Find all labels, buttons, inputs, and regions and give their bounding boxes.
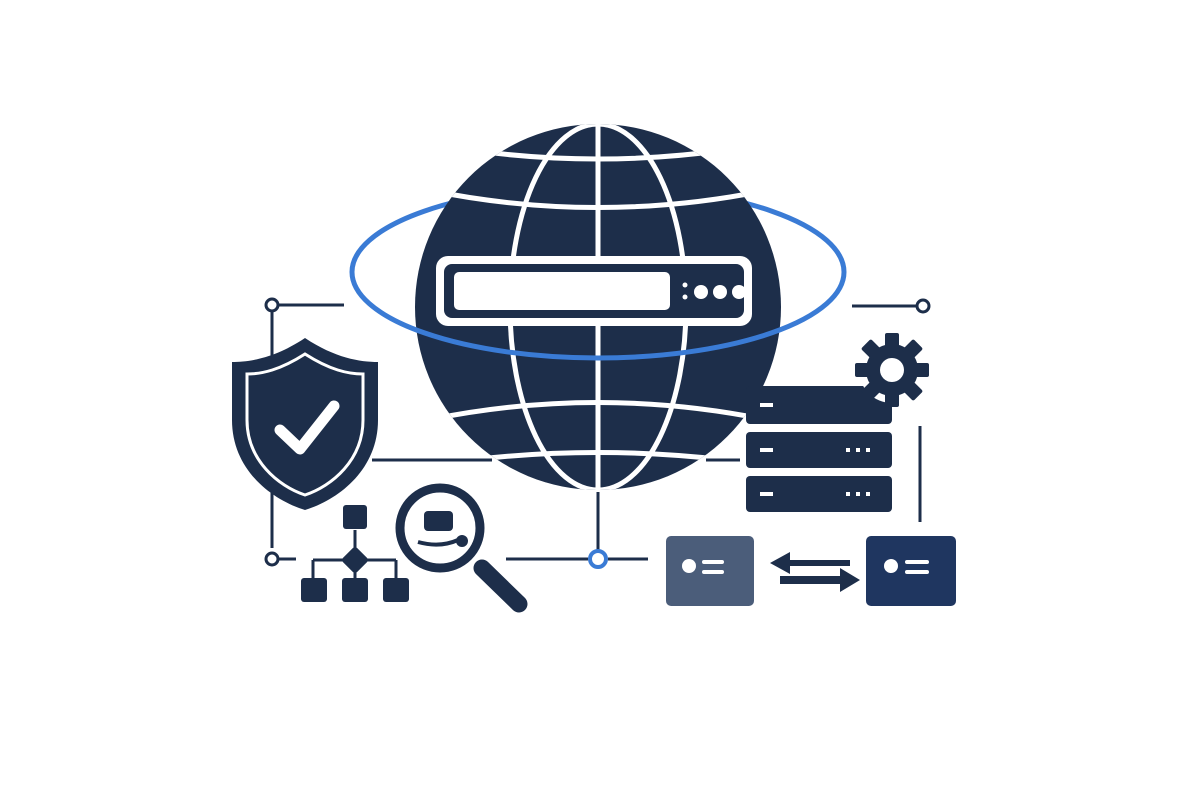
connector-nodes bbox=[264, 297, 931, 569]
node-top-right bbox=[915, 298, 931, 314]
server-stack-icon bbox=[746, 386, 892, 512]
dot-1 bbox=[694, 285, 708, 299]
hierarchy-icon bbox=[301, 505, 409, 602]
profile-card-icon bbox=[666, 536, 754, 606]
shield-check-icon bbox=[232, 338, 378, 510]
check-mark bbox=[274, 400, 340, 455]
node-bottom-left bbox=[264, 551, 280, 567]
dot-3 bbox=[732, 285, 746, 299]
gear-icon bbox=[855, 333, 929, 407]
node-top-left bbox=[264, 297, 280, 313]
server-unit-1 bbox=[746, 386, 892, 424]
search-input-field bbox=[454, 272, 670, 310]
magnifier-icon bbox=[395, 483, 528, 613]
node-bottom-center bbox=[588, 549, 608, 569]
swap-arrows-icon bbox=[770, 552, 860, 592]
profile-card-icon-right bbox=[866, 536, 956, 606]
dot-2 bbox=[713, 285, 727, 299]
orbit-ring-front bbox=[349, 271, 847, 361]
server-unit-2 bbox=[746, 432, 892, 468]
search-bar bbox=[436, 256, 752, 326]
connector-lines bbox=[270, 303, 922, 561]
server-unit-3 bbox=[746, 476, 892, 512]
